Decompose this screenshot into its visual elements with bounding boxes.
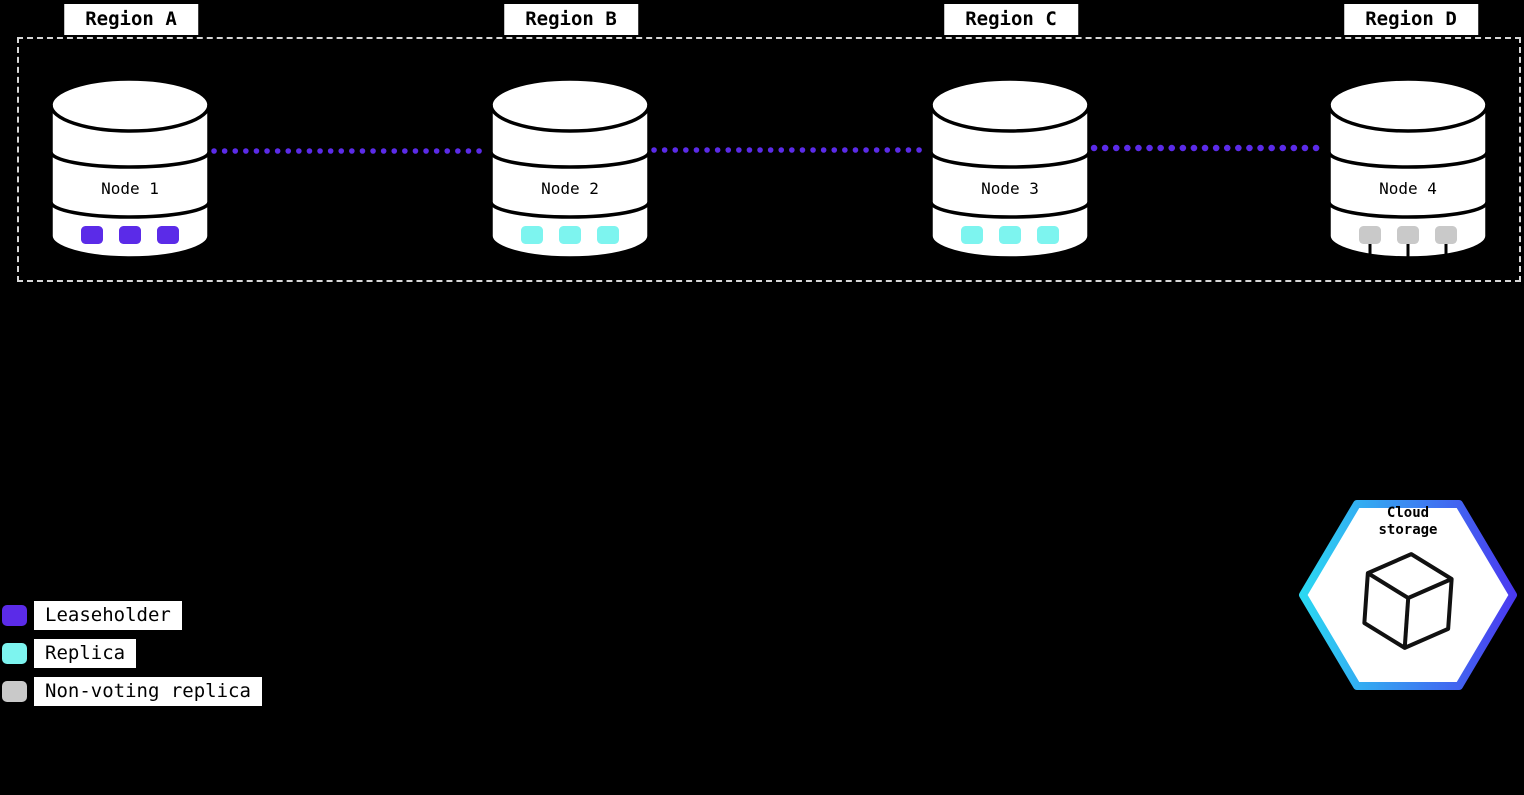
node-label: Node 2 (541, 179, 599, 198)
non-voting-replica-swatch-icon (2, 681, 27, 702)
node-label: Node 3 (981, 179, 1039, 198)
replica-swatch-icon (2, 643, 27, 664)
region-label-a: Region A (64, 4, 198, 35)
replica-pellet (559, 226, 581, 244)
cloud-storage-hexagon-icon (1299, 500, 1517, 690)
leaseholder-swatch-icon (2, 605, 27, 626)
cube-icon (1362, 552, 1454, 650)
replica-pellet (597, 226, 619, 244)
leaseholder-pellet (119, 226, 141, 244)
node-2: Node 2 (488, 76, 652, 268)
cluster-dashed-border (17, 37, 1521, 282)
region-label-c: Region C (944, 4, 1078, 35)
replica-pellet (1037, 226, 1059, 244)
node-label: Node 4 (1379, 179, 1437, 198)
database-cylinder-icon (1327, 77, 1489, 267)
legend-item-replica: Replica (2, 639, 262, 668)
hexagon-shape (1299, 500, 1517, 690)
legend-label: Replica (34, 639, 137, 668)
replica-pellets (521, 226, 619, 244)
node-4: Node 4 (1326, 76, 1490, 268)
leaseholder-pellet (157, 226, 179, 244)
node-label: Node 1 (101, 179, 159, 198)
legend-item-non-voting-replica: Non-voting replica (2, 677, 262, 706)
database-cylinder-icon (49, 77, 211, 260)
replica-pellets (961, 226, 1059, 244)
replica-pellet (521, 226, 543, 244)
non-voting-replica-pellet (1359, 226, 1381, 244)
cloud-storage-label: Cloud storage (1378, 505, 1438, 538)
legend: Leaseholder Replica Non-voting replica (2, 601, 262, 715)
replica-pellets (1359, 226, 1457, 244)
replica-pellets (81, 226, 179, 244)
cloud-storage: Cloud storage (1295, 495, 1521, 700)
database-cylinder-icon (929, 77, 1091, 260)
legend-label: Leaseholder (34, 601, 182, 630)
legend-item-leaseholder: Leaseholder (2, 601, 262, 630)
legend-label: Non-voting replica (34, 677, 262, 706)
pellet-link-lines (1368, 244, 1448, 267)
region-label-d: Region D (1344, 4, 1478, 35)
region-label-b: Region B (504, 4, 638, 35)
non-voting-replica-pellet (1397, 226, 1419, 244)
leaseholder-pellet (81, 226, 103, 244)
replica-pellet (999, 226, 1021, 244)
database-cylinder-icon (489, 77, 651, 260)
node-1: Node 1 (48, 76, 212, 268)
replica-pellet (961, 226, 983, 244)
node-3: Node 3 (928, 76, 1092, 268)
non-voting-replica-pellet (1435, 226, 1457, 244)
